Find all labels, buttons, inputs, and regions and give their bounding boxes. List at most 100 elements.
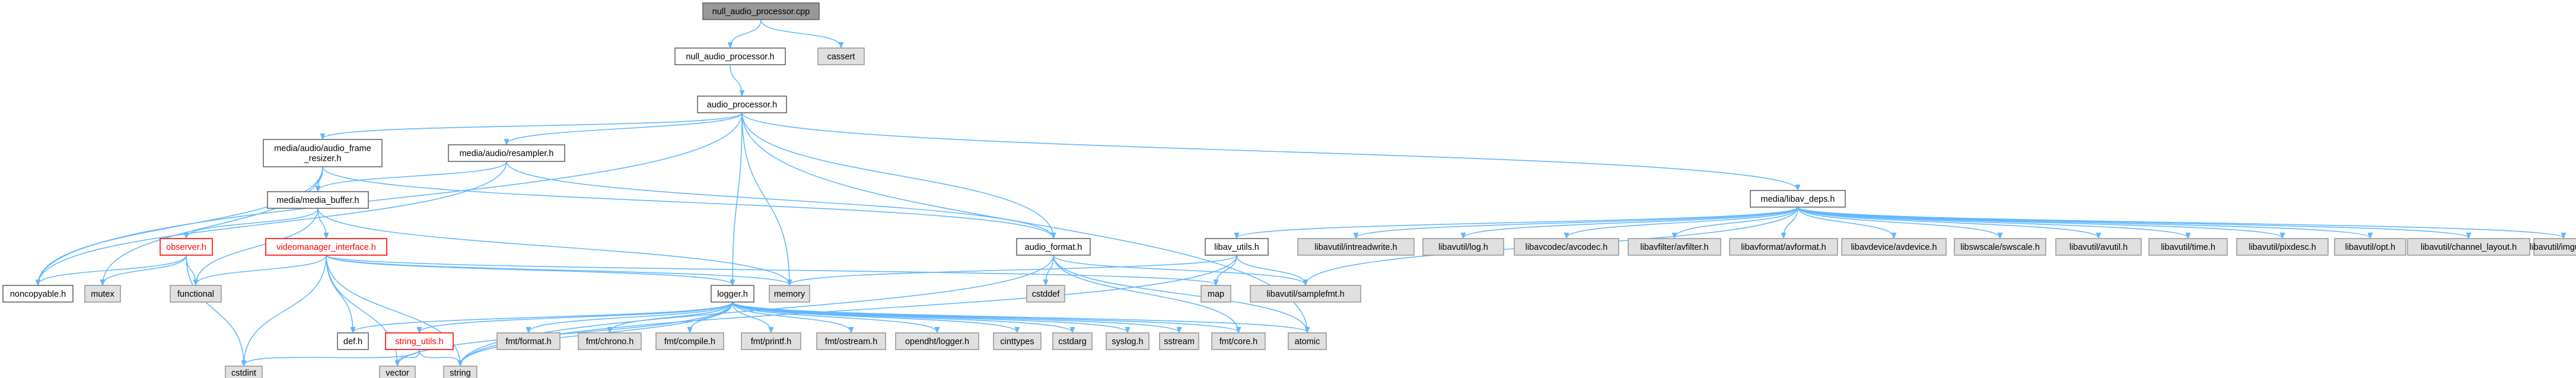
edge-libav_deps_h-to-time_h — [1797, 207, 2188, 238]
edge-audio_format_h-to-samplefmt_h — [1053, 255, 1305, 285]
node-box — [448, 144, 565, 162]
node-null-audio-processor-cpp[interactable]: null_audio_processor.cpp — [702, 2, 820, 20]
edge-videomanager_interface_h-to-logger_h — [326, 255, 733, 285]
node-def-h[interactable]: def.h — [337, 332, 369, 350]
node-avfilter-h: libavfilter/avfilter.h — [1628, 238, 1721, 256]
node-box — [1514, 238, 1619, 256]
node-time-h: libavutil/time.h — [2148, 238, 2228, 256]
node-channel-layout-h: libavutil/channel_layout.h — [2407, 238, 2530, 256]
edge-logger_h-to-fmt_ostream_h — [732, 301, 851, 332]
node-label: def.h — [343, 337, 362, 347]
node-label: null_audio_processor.cpp — [712, 7, 810, 17]
node-box — [711, 285, 754, 303]
node-label: libavutil/time.h — [2161, 243, 2215, 252]
node-resampler-h[interactable]: media/audio/resampler.h — [448, 144, 565, 162]
node-label: libavformat/avformat.h — [1741, 243, 1826, 252]
edge-observer_h-to-cstdint — [186, 255, 244, 366]
edge-videomanager_interface_h-to-memory — [326, 255, 789, 285]
node-box — [1628, 238, 1721, 256]
node-label: sstream — [1164, 337, 1195, 347]
node-box — [655, 332, 724, 350]
node-label: fmt/chrono.h — [586, 337, 634, 347]
edge-audio_format_h-to-cstddef — [1046, 255, 1054, 285]
node-label: vector — [386, 369, 409, 378]
node-audio-frame-resizer-h[interactable]: media/audio/audio_frame_resizer.h — [263, 139, 383, 167]
node-cstdarg: cstdarg — [1052, 332, 1093, 350]
node-label: libavcodec/avcodec.h — [1526, 243, 1608, 252]
edge-media_buffer_h-to-videomanager_interface_h — [317, 208, 326, 238]
node-label: libavutil/avutil.h — [2069, 243, 2128, 252]
node-box — [1201, 285, 1231, 303]
node-box — [443, 366, 477, 378]
node-box — [1159, 332, 1199, 350]
node-box — [263, 139, 383, 167]
node-avdevice-h: libavdevice/avdevice.h — [1841, 238, 1947, 256]
node-label: libavutil/intreadwrite.h — [1314, 243, 1397, 252]
node-label: atomic — [1295, 337, 1320, 347]
node-avutil-h: libavutil/avutil.h — [2055, 238, 2142, 256]
node-syslog-h: syslog.h — [1106, 332, 1150, 350]
node-box — [1016, 238, 1091, 256]
node-label: cstdarg — [1058, 337, 1087, 347]
node-opt-h: libavutil/opt.h — [2334, 238, 2406, 256]
node-audio-format-h[interactable]: audio_format.h — [1016, 238, 1091, 256]
node-box — [578, 332, 642, 350]
node-label: audio_format.h — [1025, 243, 1082, 252]
edge-videomanager_interface_h-to-functional — [196, 255, 327, 285]
node-label: fmt/format.h — [505, 337, 551, 347]
node-string-utils-h[interactable]: string_utils.h — [385, 332, 454, 350]
edge-logger_h-to-fmt_format_h — [528, 301, 733, 332]
node-box — [817, 47, 865, 65]
node-label: _resizer.h — [304, 154, 342, 163]
node-label: libavdevice/avdevice.h — [1851, 243, 1937, 252]
edge-videomanager_interface_h-to-map — [326, 255, 1216, 285]
node-box — [160, 238, 213, 256]
node-label: observer.h — [166, 243, 206, 252]
edge-logger_h-to-string_utils_h — [419, 301, 733, 332]
node-samplefmt-h: libavutil/samplefmt.h — [1250, 285, 1361, 303]
node-label: libavutil/samplefmt.h — [1266, 290, 1344, 299]
node-box — [1205, 238, 1269, 256]
node-fmt-printf-h: fmt/printf.h — [741, 332, 801, 350]
node-cstddef: cstddef — [1026, 285, 1065, 303]
node-label: map — [1208, 290, 1224, 299]
node-videomanager-interface-h[interactable]: videomanager_interface.h — [265, 238, 387, 256]
node-atomic: atomic — [1288, 332, 1327, 350]
node-observer-h[interactable]: observer.h — [160, 238, 213, 256]
edge-libav_deps_h-to-avfilter_h — [1674, 207, 1798, 238]
node-cinttypes: cinttypes — [993, 332, 1042, 350]
node-libav-deps-h[interactable]: media/libav_deps.h — [1750, 190, 1846, 208]
edge-audio_processor_h-to-audio_frame_resizer_h — [323, 112, 743, 139]
edge-media_buffer_h-to-observer_h — [186, 208, 319, 238]
node-fmt-core-h: fmt/core.h — [1211, 332, 1266, 350]
node-media-buffer-h[interactable]: media/media_buffer.h — [267, 191, 369, 209]
edge-logger_h-to-def_h — [353, 301, 733, 332]
edge-audio_frame_resizer_h-to-audio_format_h — [322, 166, 1053, 238]
edge-observer_h-to-noncopyable_h — [38, 255, 187, 285]
edge-logger_h-to-fmt_printf_h — [732, 301, 771, 332]
node-libav-utils-h[interactable]: libav_utils.h — [1205, 238, 1269, 256]
node-vector: vector — [379, 366, 416, 378]
node-label: libswscale/swscale.h — [1960, 243, 2040, 252]
edge-libav_deps_h-to-log_h — [1463, 207, 1798, 238]
node-box — [337, 332, 369, 350]
node-sstream: sstream — [1159, 332, 1199, 350]
node-memory: memory — [769, 285, 810, 303]
node-box — [379, 366, 416, 378]
node-logger-h[interactable]: logger.h — [711, 285, 754, 303]
edge-layer — [38, 19, 2564, 366]
edge-audio_format_h-to-fmt_core_h — [1053, 255, 1238, 332]
edge-videomanager_interface_h-to-cstdint — [244, 255, 327, 366]
edge-libav_utils_h-to-samplefmt_h — [1236, 255, 1305, 285]
node-label: audio_processor.h — [707, 100, 778, 110]
node-box — [1026, 285, 1065, 303]
node-functional: functional — [170, 285, 222, 303]
node-audio-processor-h[interactable]: audio_processor.h — [697, 96, 787, 113]
node-box — [1422, 238, 1504, 256]
node-noncopyable-h[interactable]: noncopyable.h — [2, 285, 74, 303]
edge-libav_deps_h-to-avcodec_h — [1566, 207, 1798, 238]
node-label: libavutil/opt.h — [2345, 243, 2396, 252]
edge-libav_deps_h-to-intreadwrite_h — [1356, 207, 1798, 238]
node-null-audio-processor-h[interactable]: null_audio_processor.h — [674, 47, 786, 65]
edge-audio_processor_h-to-logger_h — [733, 112, 743, 285]
